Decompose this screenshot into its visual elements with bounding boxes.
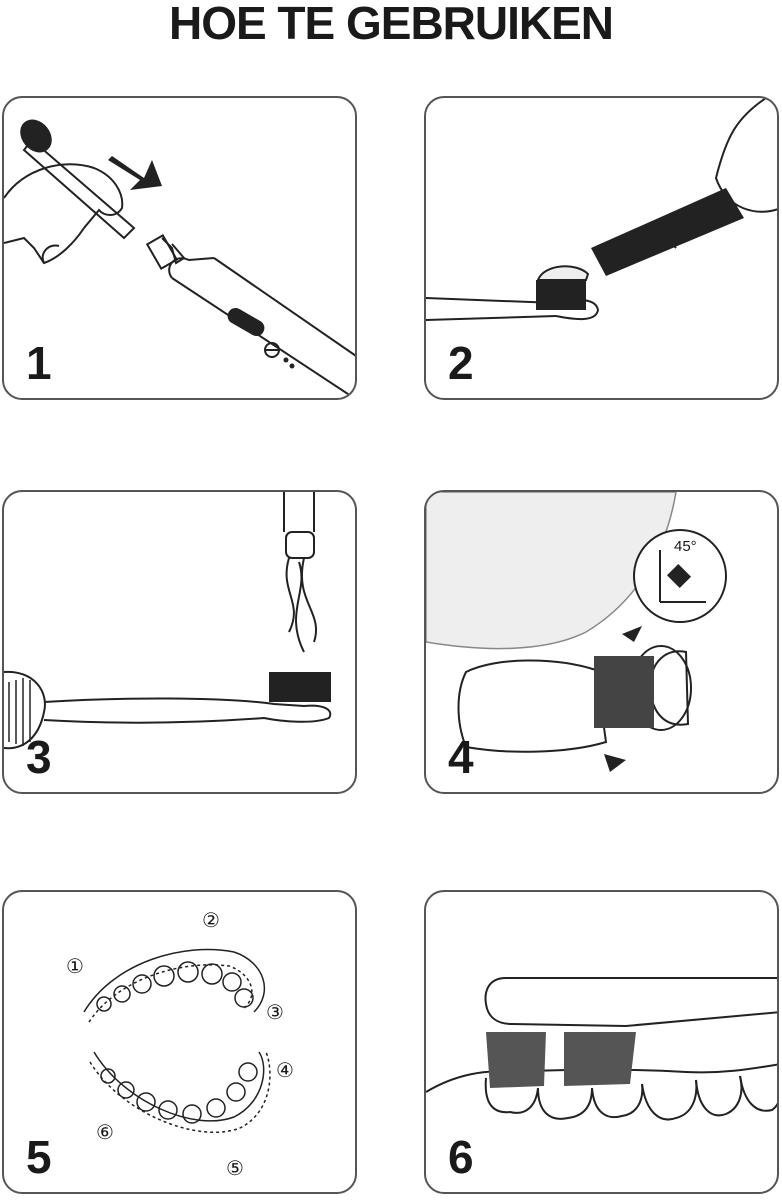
step-number: 6 [448,1131,474,1183]
brush-bristles-right-shape [564,1032,636,1086]
brush-on-teeth-illustration [426,977,777,1121]
brush-bristles-shape [269,672,331,702]
step-6-panel: 6 [424,890,779,1194]
step-5-panel: ① ② ③ ④ ⑤ ⑥ 5 [2,890,357,1194]
page-title: HOE TE GEBRUIKEN [168,0,614,49]
zone-3-marker: ③ [266,1000,284,1024]
toothpaste-tube-shape [591,188,744,276]
zone-2-marker: ② [202,908,220,932]
teeth-zones-illustration [83,948,271,1133]
zone-4-marker: ④ [276,1058,294,1082]
step-number: 4 [448,731,474,783]
insert-arrow [108,156,162,190]
zone-5-marker: ⑤ [226,1156,244,1180]
brush-bristles-shape [594,656,654,728]
step-number: 2 [448,337,474,389]
brush-angle-illustration [426,492,727,772]
down-arrow-shape [604,754,626,772]
zone-6-marker: ⑥ [96,1120,114,1144]
apply-toothpaste-illustration [426,98,777,321]
step-number: 3 [26,731,52,783]
step-2-panel: 2 [424,96,779,400]
step-3-panel: 3 [2,490,357,794]
step-number: 5 [26,1131,52,1183]
zone-1-marker: ① [66,954,84,978]
attach-brush-head-illustration [4,119,355,398]
step-number: 1 [26,337,52,389]
brush-bristles-left-shape [486,1032,546,1088]
rinse-brush-illustration [4,492,332,750]
step-4-panel: 45° 4 [424,490,779,794]
up-arrow-shape [622,626,642,642]
step-1-panel: 1 [2,96,357,400]
angle-label: 45° [674,538,697,555]
power-button-shape [227,308,265,336]
brush-bristles-shape [536,280,586,310]
